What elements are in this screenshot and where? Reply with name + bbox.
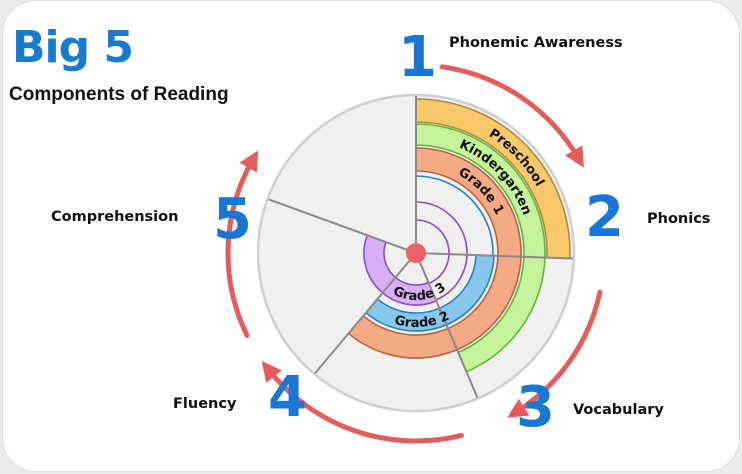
step-3-number: 3 bbox=[516, 375, 555, 440]
cycle-arrow-1-to-2 bbox=[439, 64, 584, 168]
page-subtitle: Components of Reading bbox=[9, 84, 229, 105]
ring-outline-inner-grade-3 bbox=[415, 219, 450, 285]
sector-divider-2 bbox=[415, 252, 573, 260]
step-1-number: 1 bbox=[398, 25, 437, 90]
sector-divider-5 bbox=[268, 198, 417, 254]
step-5-label: Comprehension bbox=[51, 209, 179, 225]
page-title: Big 5 bbox=[12, 22, 134, 73]
ring-outline-grade-3 bbox=[415, 201, 468, 301]
step-5-number: 5 bbox=[213, 187, 252, 252]
cycle-arrow-2-to-3 bbox=[507, 289, 603, 418]
step-1-label: Phonemic Awareness bbox=[449, 35, 623, 51]
step-3-label: Vocabulary bbox=[573, 402, 664, 418]
center-dot bbox=[406, 243, 426, 263]
cycle-arrow-3-to-4 bbox=[261, 360, 464, 444]
step-4-number: 4 bbox=[268, 365, 307, 430]
step-2-label: Phonics bbox=[647, 211, 711, 227]
sector-divider-4 bbox=[314, 252, 417, 374]
sector-divider-3 bbox=[415, 252, 479, 398]
ring-band-grade-3 bbox=[363, 234, 438, 306]
step-2-number: 2 bbox=[585, 185, 624, 250]
step-4-label: Fluency bbox=[173, 396, 237, 412]
ring-band-grade-1 bbox=[347, 147, 522, 359]
cycle-arrow-4-to-5 bbox=[225, 150, 259, 338]
ring-outline-grade-2 bbox=[415, 175, 494, 256]
